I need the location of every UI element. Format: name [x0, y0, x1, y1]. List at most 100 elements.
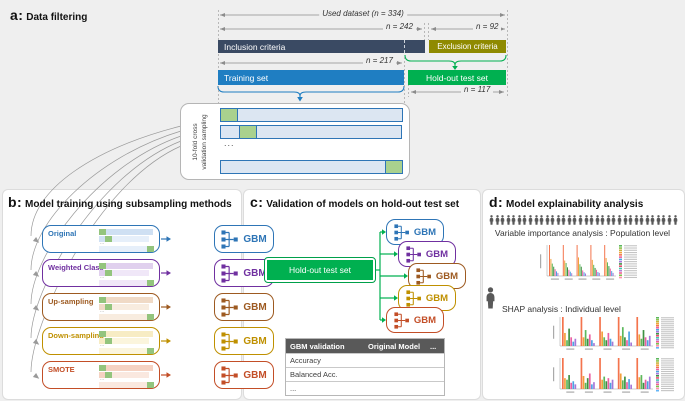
- ensemble-tree-icon-svg: [221, 263, 239, 283]
- thumb-bar: [586, 378, 589, 389]
- thumb-bar: [599, 358, 601, 389]
- ensemble-tree-icon-svg: [221, 331, 239, 351]
- population-icons-row: [489, 211, 678, 227]
- cross-validation-box: 10-fold cross validation sampling ...: [180, 103, 410, 180]
- table-row: Accuracy: [286, 353, 444, 367]
- thumb-legend-text-mark: [624, 263, 637, 265]
- mini-sample-bar: [99, 229, 153, 235]
- mini-sample-bar: [99, 280, 154, 286]
- mini-sample-bar: [99, 297, 153, 303]
- method-mini-bars: ...: [99, 228, 155, 252]
- panel-d: [482, 189, 685, 400]
- thumb-bar: [594, 267, 596, 276]
- person-icon: [562, 215, 566, 225]
- thumb-bar: [549, 245, 550, 276]
- gbm-label: GBM: [413, 226, 437, 238]
- thumb-legend-swatch: [656, 364, 659, 366]
- n217-label: n = 217: [363, 56, 396, 66]
- thumb-bar: [550, 258, 552, 276]
- section-b-letter: b:: [8, 194, 23, 210]
- thumb-legend-text-mark: [624, 245, 637, 247]
- gbm-box-original: GBM: [214, 225, 274, 253]
- thumb-bar: [588, 334, 591, 346]
- thumb-legend-swatch: [656, 383, 659, 386]
- mini-fill-segment: [99, 314, 147, 320]
- person-icon: [534, 215, 538, 225]
- dimension-arrowhead: [411, 90, 416, 94]
- thumb-bar: [604, 245, 606, 276]
- thumb-x-tick-mark: [622, 348, 631, 350]
- thumb-bar: [611, 341, 614, 346]
- thumb-legend-text-mark: [624, 276, 637, 279]
- thumb-bar: [640, 375, 643, 389]
- thumb-bar: [608, 266, 610, 276]
- thumb-y-label-mark: [553, 325, 555, 339]
- thumb-legend-swatch: [656, 358, 659, 360]
- thumb-legend-text-mark: [661, 368, 674, 370]
- gbm-label: GBM: [243, 369, 267, 381]
- mini-fill-segment: [99, 372, 105, 378]
- mini-fill-segment: [99, 280, 147, 286]
- thumb-legend-text-mark: [661, 329, 674, 331]
- thumb-legend-text-mark: [661, 335, 674, 337]
- mini-green-segment: [105, 338, 112, 344]
- holdout-test-set-box: Hold-out test set: [264, 257, 376, 283]
- method-box-up-sampling: Up-sampling ...: [42, 293, 160, 321]
- mini-green-segment: [147, 382, 154, 388]
- thumb-bar: [557, 272, 559, 276]
- thumb-bar: [617, 358, 620, 389]
- thumb-legend-swatch: [656, 347, 659, 349]
- thumb-bar: [624, 337, 626, 346]
- thumb-legend-text-mark: [661, 345, 674, 347]
- thumb-bar: [574, 384, 577, 389]
- thumb-legend-swatch: [619, 249, 622, 252]
- thumb-legend-text-mark: [661, 321, 674, 323]
- thumb-legend-text-mark: [661, 377, 674, 379]
- thumb-legend-text-mark: [624, 247, 637, 249]
- thumb-bar: [611, 379, 614, 389]
- thumb-bar: [617, 317, 620, 346]
- thumb-bar: [565, 262, 567, 276]
- thumb-bar: [562, 317, 564, 346]
- dimension-arrowhead: [431, 27, 436, 31]
- thumb-legend-swatch: [619, 247, 622, 249]
- thumb-bar: [591, 340, 593, 346]
- n92-label: n = 92: [473, 22, 502, 32]
- thumb-x-tick-mark: [550, 278, 559, 280]
- thumb-bar: [562, 245, 564, 276]
- thumb-legend-swatch: [656, 319, 659, 321]
- mini-bars-ellipsis: ...: [100, 274, 105, 280]
- thumb-bar: [585, 273, 586, 276]
- person-icon: [589, 215, 594, 225]
- thumb-bar: [574, 338, 577, 346]
- person-icon: [673, 215, 677, 225]
- thumb-x-tick-mark: [578, 278, 587, 280]
- dimension-arrowhead: [499, 90, 504, 94]
- ensemble-tree-icon: [221, 331, 240, 351]
- thumb-legend-text-mark: [624, 252, 637, 254]
- thumb-bar: [605, 340, 608, 346]
- thumb-y-label-mark: [553, 367, 555, 382]
- mini-bars-ellipsis: ...: [100, 342, 105, 348]
- person-icon: [578, 215, 583, 225]
- table-header-cell: Original Model: [368, 341, 421, 351]
- thumb-bar: [564, 260, 566, 276]
- method-box-down-sampling: Down-sampling ...: [42, 327, 160, 355]
- method-label: SMOTE: [48, 365, 75, 374]
- mini-sample-bar: [99, 246, 154, 252]
- mini-sample-bar: [99, 331, 153, 337]
- individual-caption: SHAP analysis : Individual level: [502, 304, 621, 314]
- holdout-test-set-box-label: Hold-out test set: [267, 260, 373, 280]
- thumb-bar: [626, 340, 628, 346]
- n117-label: n = 117: [461, 85, 494, 95]
- table-header-cell: ...: [430, 341, 437, 351]
- cv-test-fold-segment: [385, 160, 403, 174]
- thumb-bar: [644, 337, 647, 346]
- thumb-bar: [628, 331, 630, 346]
- gbm-label: GBM: [243, 335, 267, 347]
- mini-green-segment: [105, 236, 112, 242]
- thumb-bar: [553, 266, 555, 276]
- ensemble-tree-icon-svg: [394, 223, 409, 241]
- table-row: ...: [286, 381, 444, 395]
